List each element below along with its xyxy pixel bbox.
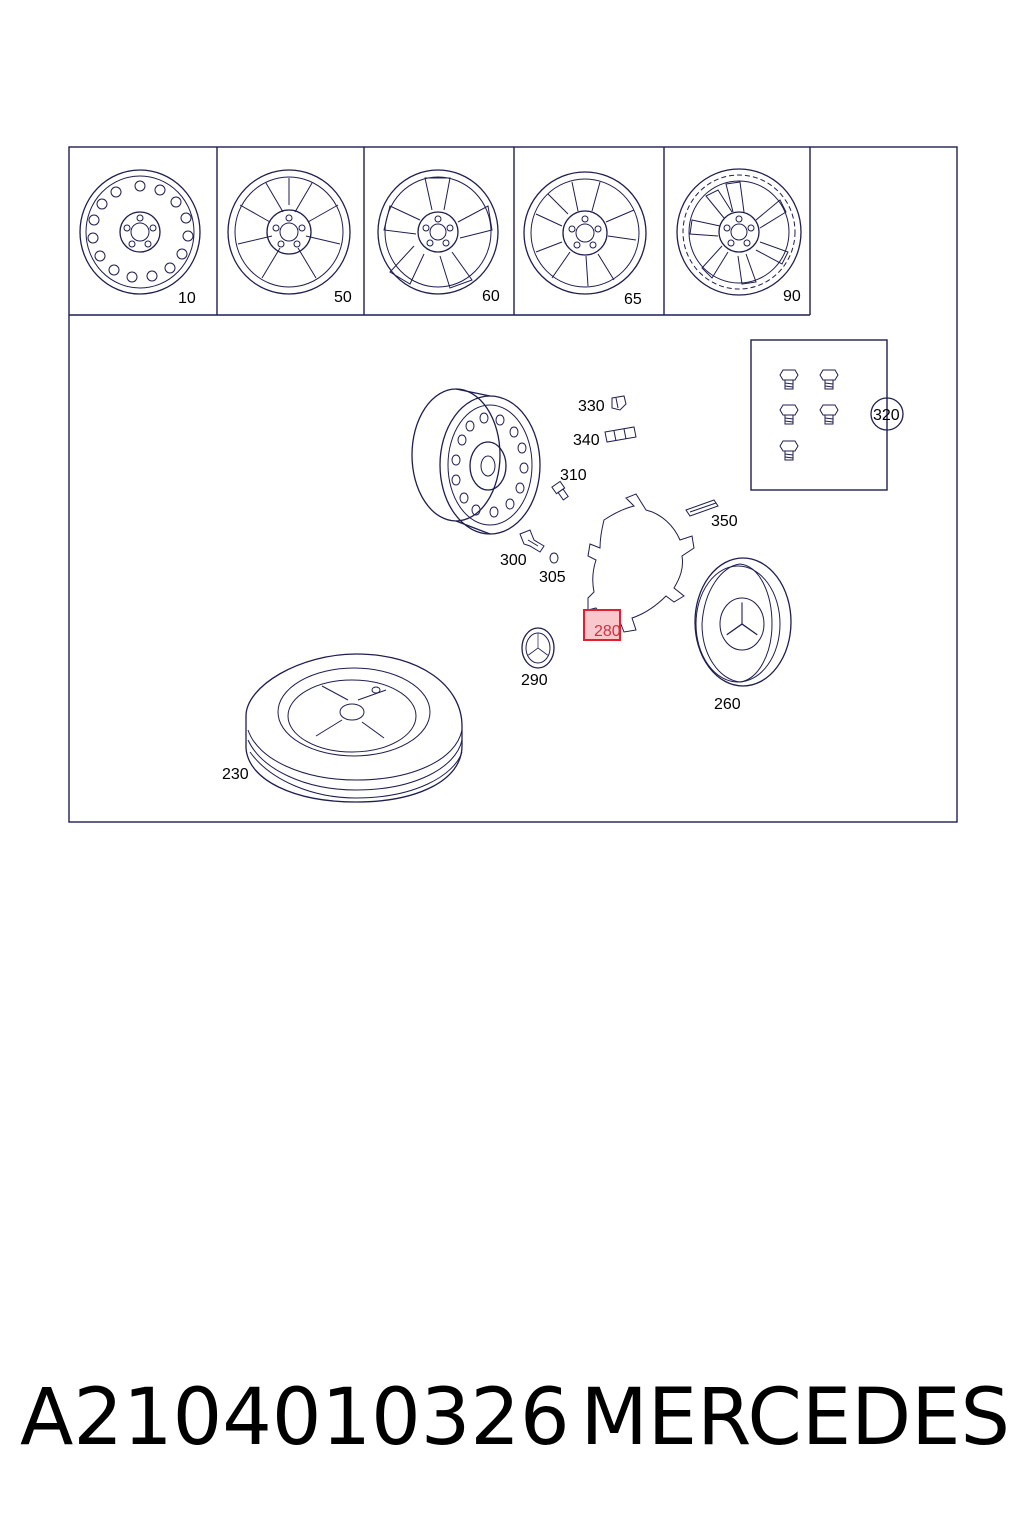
steel-wheel-holes [87,180,194,283]
callout-330: 330 [578,398,605,415]
thumbnail-label-65: 65 [624,291,642,308]
thumbnail-label-10: 10 [178,290,196,307]
callout-290: 290 [521,672,548,689]
balance-weight-340[interactable]: 340 [573,426,637,449]
callout-320: 320 [873,407,900,424]
wheel-thumbnail-65[interactable]: 65 [523,171,647,308]
wheel-bolt-310[interactable]: 310 [551,467,587,501]
thumbnail-label-50: 50 [334,289,352,306]
footer: A2104010326 MERCEDES [20,1370,1010,1466]
callout-230: 230 [222,766,249,783]
wheel-thumbnail-50[interactable]: 50 [227,169,352,306]
callout-300: 300 [500,552,527,569]
diagram-frame [68,146,958,823]
balance-weight-330[interactable]: 330 [578,395,627,415]
thumbnail-label-90: 90 [783,288,801,305]
callout-260: 260 [714,696,741,713]
steel-wheel[interactable] [411,388,541,535]
thumbnail-label-60: 60 [482,288,500,305]
retaining-ring-280[interactable]: 280 [583,493,695,641]
brand-name: MERCEDES [580,1373,1011,1463]
star-emblem-290[interactable]: 290 [521,627,555,689]
callout-340: 340 [573,432,600,449]
wheel-thumbnail-10[interactable]: 10 [79,169,201,307]
callout-305: 305 [539,569,566,586]
wheel-thumbnail-60[interactable]: 60 [377,169,500,305]
wheel-bolt-set-320[interactable]: 320 [750,339,904,491]
hub-cap-260[interactable]: 260 [694,557,792,713]
callout-280: 280 [594,623,621,640]
balance-weight-350[interactable]: 350 [685,499,738,530]
complete-wheel-230[interactable]: 230 [222,653,463,803]
wheel-thumbnail-90[interactable]: 90 [676,168,802,305]
callout-350: 350 [711,513,738,530]
highlight-box-280 [583,609,621,641]
parts-diagram: 10 50 60 [68,146,958,823]
bolt-icons [779,369,839,461]
part-number: A2104010326 [20,1373,570,1463]
valve-cap-305[interactable]: 305 [539,552,566,586]
tire-valve-300[interactable]: 300 [500,529,545,569]
callout-310: 310 [560,467,587,484]
